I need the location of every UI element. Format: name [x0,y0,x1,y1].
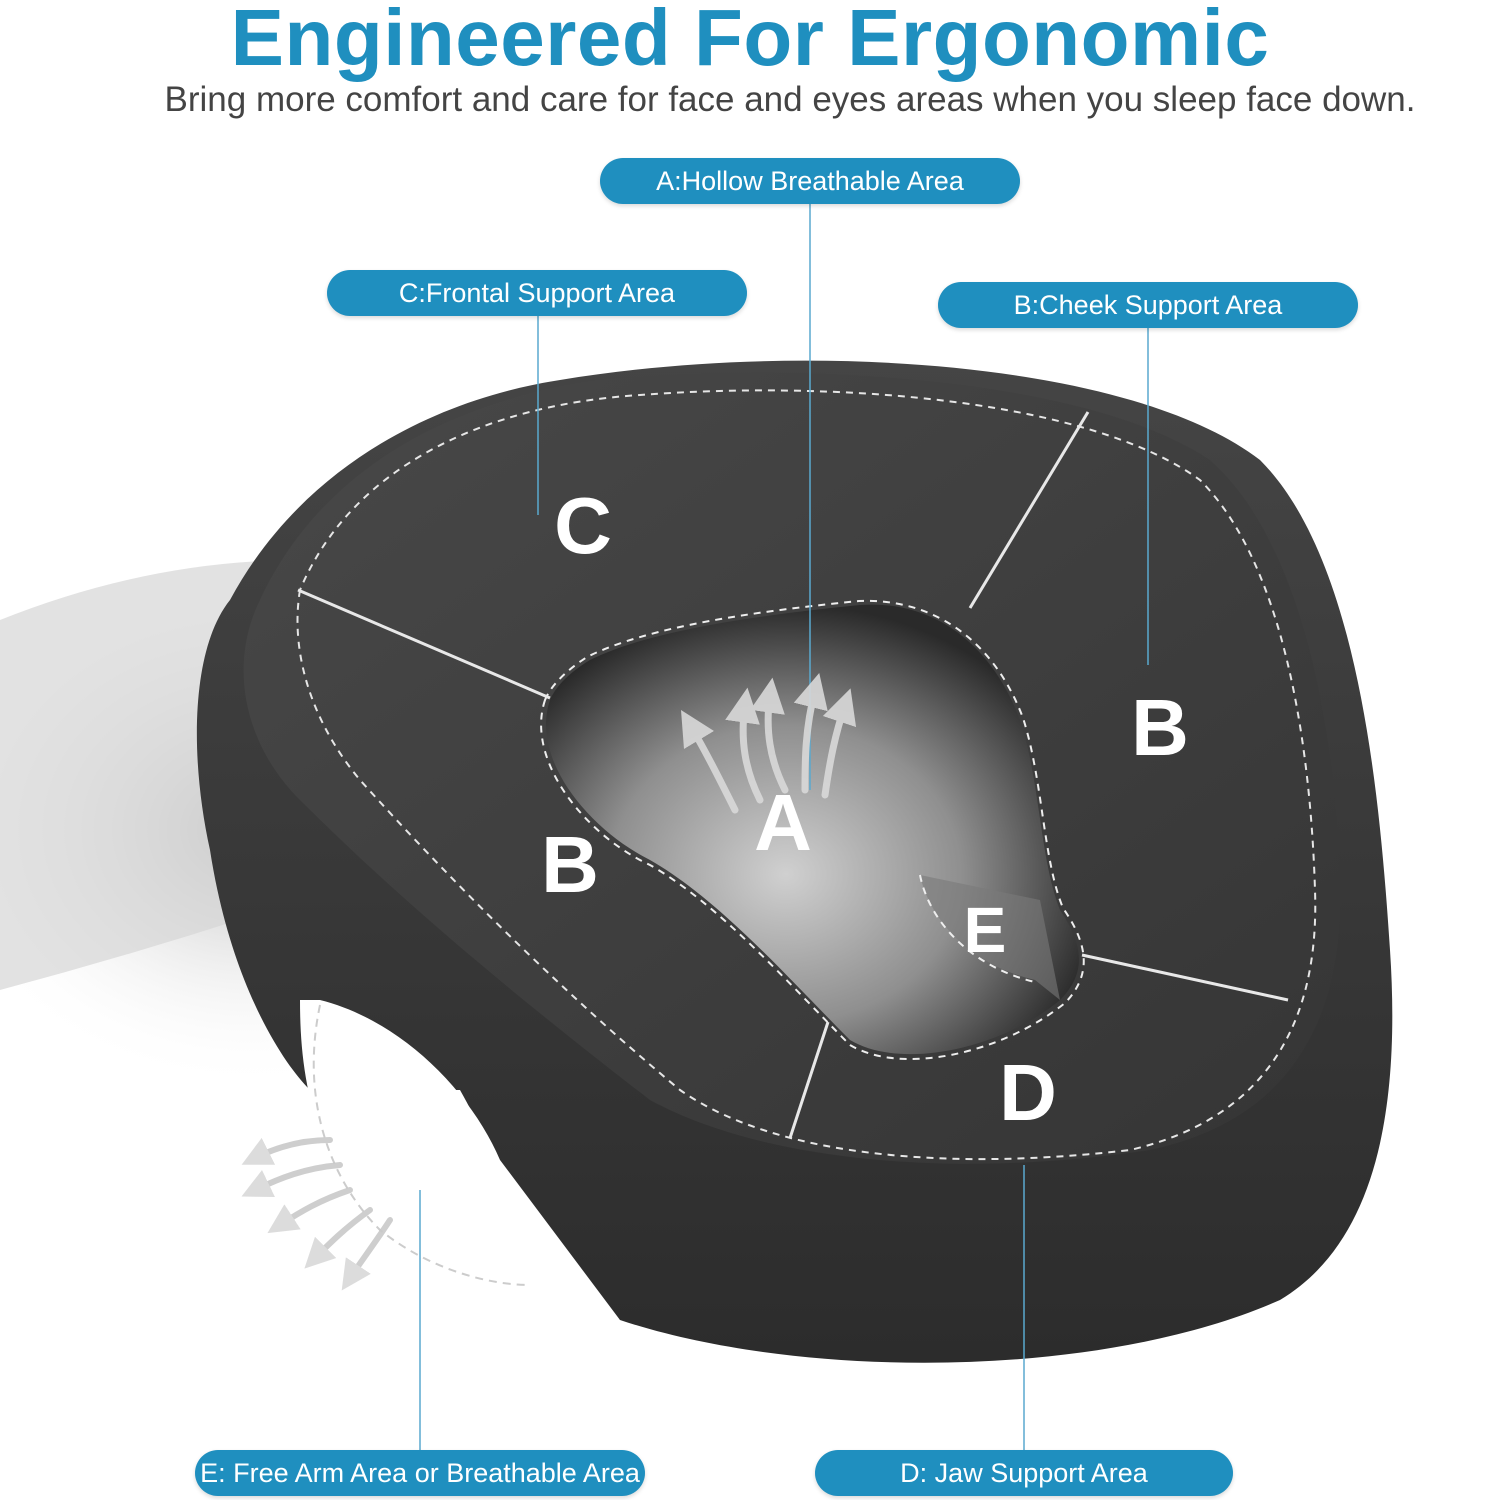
side-airflow-arrows-icon [241,1137,393,1291]
divider-b-d-left [788,1021,830,1139]
divider-c-b-right [968,411,1090,609]
stitch-outer [296,389,1317,1161]
divider-b-d [1081,953,1289,1002]
callout-hollow-breathable-area[interactable]: A:Hollow Breathable Area [600,158,1020,204]
zone-letter-c: C [554,481,612,570]
arm-cutout [300,1000,620,1320]
hollow-opening [546,604,1079,1055]
page-title: Engineered For Ergonomic [230,0,1270,82]
zone-letter-b-left: B [541,820,599,909]
airflow-arrows-icon [680,673,857,814]
zone-letter-b-right: B [1131,683,1189,772]
callout-frontal-support-area[interactable]: C:Frontal Support Area [327,270,747,316]
zone-letter-e-outer: E [353,1118,406,1207]
arm-cutout-dash [312,1004,531,1286]
callout-jaw-support-area[interactable]: D: Jaw Support Area [815,1450,1233,1496]
zone-letter-d: D [999,1048,1057,1137]
inner-e-region [920,875,1060,1000]
page-subtitle: Bring more comfort and care for face and… [164,80,1416,119]
inner-e-stitch [919,874,1036,983]
callout-free-arm-area[interactable]: E: Free Arm Area or Breathable Area [195,1450,645,1496]
zone-letter-a: A [754,778,812,867]
callout-cheek-support-area[interactable]: B:Cheek Support Area [938,282,1358,328]
divider-c-b-left [297,588,551,700]
zone-letter-e-inner: E [964,894,1007,966]
